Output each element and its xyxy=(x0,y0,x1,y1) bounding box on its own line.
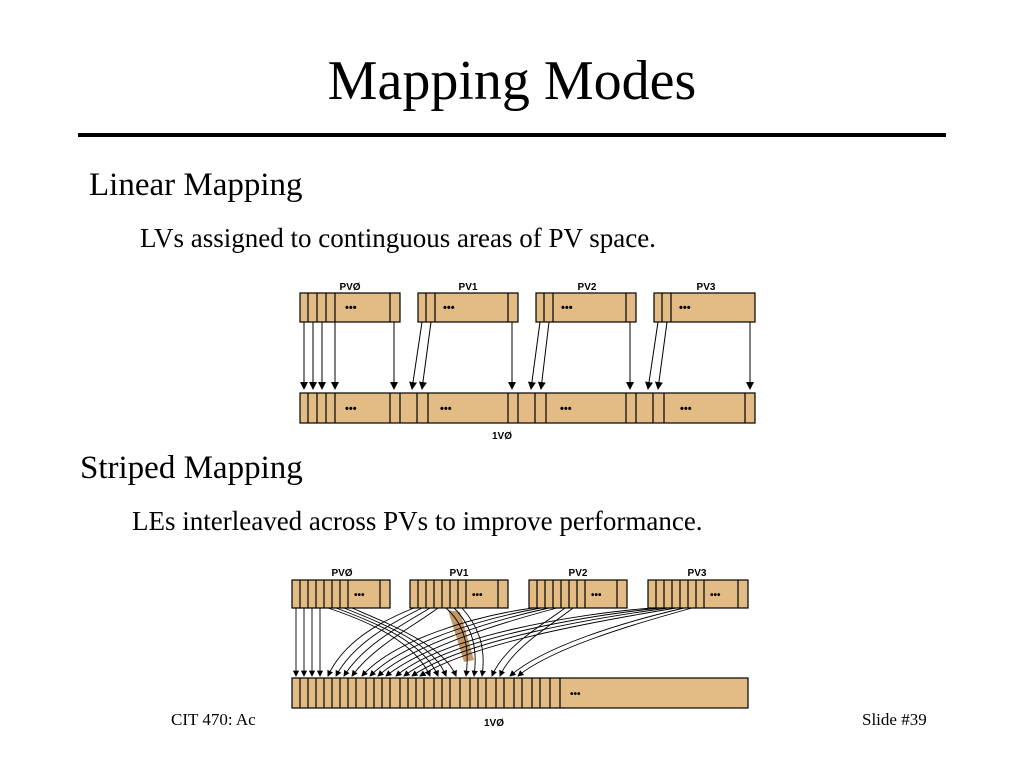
pv0-label: PVØ xyxy=(339,282,360,293)
lv0-box xyxy=(291,677,749,709)
pv3-box xyxy=(653,292,756,323)
title-underline xyxy=(78,133,946,137)
linear-mapping-diagram: PVØ PV1 PV2 PV3 ••• ••• ••• ••• xyxy=(299,282,756,442)
lv0-ellipsis: ••• xyxy=(570,689,581,700)
highlight-band xyxy=(448,610,474,662)
pv2-label: PV2 xyxy=(569,568,588,579)
pv1-box xyxy=(417,292,519,323)
striped-mapping-description: LEs interleaved across PVs to improve pe… xyxy=(132,506,703,536)
pv0-label: PVØ xyxy=(331,568,352,579)
footer-slide-number: Slide #39 xyxy=(862,710,927,729)
pv1-label: PV1 xyxy=(459,282,478,293)
pv3-label: PV3 xyxy=(697,282,716,293)
striped-arrows xyxy=(292,607,693,677)
pv0-box xyxy=(299,292,401,323)
pv3-label: PV3 xyxy=(688,568,707,579)
pv3-ellipsis: ••• xyxy=(710,590,721,601)
linear-mapping-description: LVs assigned to continguous areas of PV … xyxy=(140,223,656,253)
pv2-box xyxy=(528,579,628,609)
pv2-ellipsis: ••• xyxy=(561,302,573,314)
pv3-box xyxy=(647,579,749,609)
lv0-ellipsis-4: ••• xyxy=(680,403,692,415)
slide-title: Mapping Modes xyxy=(327,50,697,112)
footer-course: CIT 470: Ac xyxy=(171,710,256,729)
pv2-label: PV2 xyxy=(578,282,597,293)
pv1-ellipsis: ••• xyxy=(472,590,483,601)
pv0-ellipsis: ••• xyxy=(354,590,365,601)
pv1-box xyxy=(409,579,509,609)
pv3-ellipsis: ••• xyxy=(679,302,691,314)
lv0-label: 1VØ xyxy=(492,431,512,442)
pv1-ellipsis: ••• xyxy=(443,302,455,314)
pv2-ellipsis: ••• xyxy=(591,590,602,601)
pv0-ellipsis: ••• xyxy=(345,302,357,314)
linear-arrows xyxy=(300,321,754,390)
striped-mapping-heading: Striped Mapping xyxy=(80,450,303,486)
lv0-label: 1VØ xyxy=(484,718,504,729)
lv0-box xyxy=(299,392,756,424)
pv0-box xyxy=(291,579,391,609)
pv2-box xyxy=(535,292,637,323)
pv1-label: PV1 xyxy=(450,568,469,579)
striped-mapping-diagram: PVØ PV1 PV2 PV3 ••• ••• ••• ••• xyxy=(291,568,749,729)
lv0-ellipsis-1: ••• xyxy=(345,403,357,415)
lv0-ellipsis-3: ••• xyxy=(560,403,572,415)
lv0-ellipsis-2: ••• xyxy=(440,403,452,415)
linear-mapping-heading: Linear Mapping xyxy=(89,167,303,203)
